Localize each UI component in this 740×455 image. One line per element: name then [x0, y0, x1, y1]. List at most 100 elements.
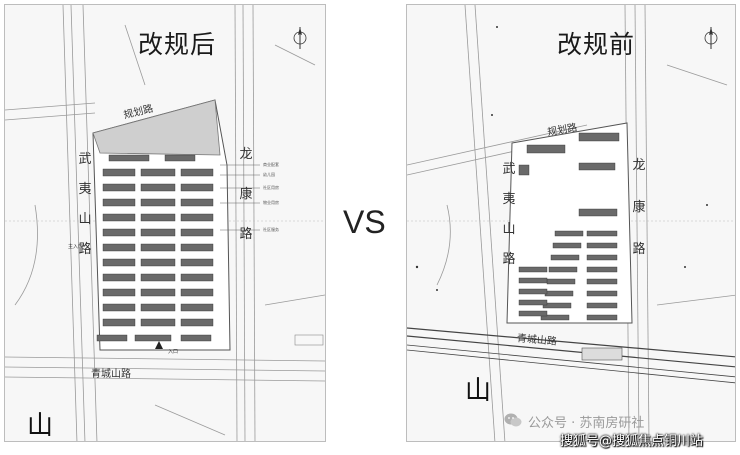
building-block — [102, 168, 136, 177]
building-block — [540, 314, 570, 321]
building-block — [140, 303, 176, 312]
building-block — [550, 254, 580, 261]
building-block — [140, 273, 176, 282]
building-block — [180, 243, 214, 252]
building-block — [180, 213, 214, 222]
building-block — [586, 290, 618, 297]
building-block — [140, 198, 176, 207]
road-label-longkang: 龙 康 路 — [632, 145, 646, 271]
replanned-zone — [92, 99, 221, 156]
building-block — [586, 242, 618, 249]
building-block — [518, 310, 548, 317]
building-block — [518, 266, 548, 273]
building-block — [552, 242, 582, 249]
char: 路 — [78, 242, 92, 257]
building-block — [548, 266, 578, 273]
building-block — [180, 288, 214, 297]
annotation: 商业配套 — [263, 162, 279, 167]
building-block — [180, 183, 214, 192]
char: 武 — [502, 162, 516, 177]
gate-label: 入口 — [168, 349, 179, 355]
annotation: 社区用房 — [263, 185, 279, 190]
building-block — [578, 162, 616, 171]
road-network — [5, 5, 325, 441]
building-block — [578, 208, 618, 217]
main-entrance-label: 主入口 — [68, 244, 84, 250]
building-block — [180, 273, 214, 282]
char: 夷 — [78, 182, 92, 197]
panel-after-replanning: 改规后 规划路 武 夷 山 路 龙 康 路 青城山路 主入口 入口 商业配套 幼… — [4, 4, 326, 442]
vs-label: VS — [343, 204, 386, 240]
annotation: 幼儿园 — [263, 172, 275, 177]
entrance-marker — [155, 341, 163, 349]
building-block — [180, 198, 214, 207]
mountain-label-before: 山 — [465, 376, 492, 406]
char: 山 — [78, 212, 92, 227]
road-label-qingcheng: 青城山路 — [91, 369, 131, 380]
building-block — [586, 314, 618, 321]
building-block — [586, 266, 618, 273]
north-arrow-icon — [293, 27, 307, 49]
building-block — [180, 303, 214, 312]
building-block — [102, 303, 136, 312]
char: 武 — [78, 152, 92, 167]
legend-box — [294, 334, 324, 346]
char: 龙 — [632, 158, 646, 173]
building-block — [96, 334, 128, 342]
road-label-wuyishan: 武 夷 山 路 — [78, 145, 92, 265]
residential-buildings — [518, 132, 620, 321]
building-block — [180, 168, 214, 177]
building-block — [586, 230, 618, 237]
building-block — [140, 213, 176, 222]
residential-buildings — [96, 154, 214, 342]
building-block — [180, 258, 214, 267]
site-boundary — [506, 122, 633, 324]
char: 路 — [502, 252, 516, 267]
char: 龙 — [239, 147, 253, 162]
building-block — [586, 254, 618, 261]
annotation-leaders — [220, 164, 260, 231]
char: 路 — [239, 227, 253, 242]
building-block — [518, 164, 530, 176]
watermark-official-account: 公众号 · 苏南房研社 — [528, 416, 645, 431]
building-block — [102, 243, 136, 252]
building-block — [542, 302, 572, 309]
building-block — [102, 183, 136, 192]
char: 康 — [239, 187, 253, 202]
road-label-longkang: 龙 康 路 — [239, 135, 253, 255]
building-block — [102, 288, 136, 297]
title-before: 改规前 — [557, 30, 636, 59]
building-block — [140, 288, 176, 297]
building-block — [546, 278, 576, 285]
building-block — [180, 334, 212, 342]
building-block — [102, 228, 136, 237]
building-block — [140, 258, 176, 267]
char: 山 — [502, 222, 516, 237]
scatter-dots — [415, 26, 708, 291]
station-block — [581, 347, 623, 361]
annotation: 物业用房 — [263, 200, 279, 205]
mountain-label-after: 山 — [27, 411, 54, 441]
qingchengshan-corridor — [407, 327, 735, 384]
building-block — [140, 318, 176, 327]
road-label-wuyishan: 武 夷 山 路 — [502, 155, 516, 275]
building-block — [140, 183, 176, 192]
title-after: 改规后 — [138, 30, 217, 59]
building-block — [102, 318, 136, 327]
wechat-logo-icon — [504, 413, 522, 427]
panel-before-replanning: 改规前 规划路 武 夷 山 路 龙 康 路 青城山路 山 — [406, 4, 736, 442]
building-block — [108, 154, 150, 162]
building-block — [180, 228, 214, 237]
building-block — [544, 290, 574, 297]
building-block — [586, 302, 618, 309]
char: 康 — [632, 200, 646, 215]
building-block — [180, 318, 214, 327]
building-block — [526, 144, 566, 154]
building-block — [164, 154, 196, 162]
building-block — [134, 334, 172, 342]
building-block — [578, 132, 620, 142]
building-block — [102, 213, 136, 222]
site-plan-after — [5, 5, 325, 441]
char: 夷 — [502, 192, 516, 207]
